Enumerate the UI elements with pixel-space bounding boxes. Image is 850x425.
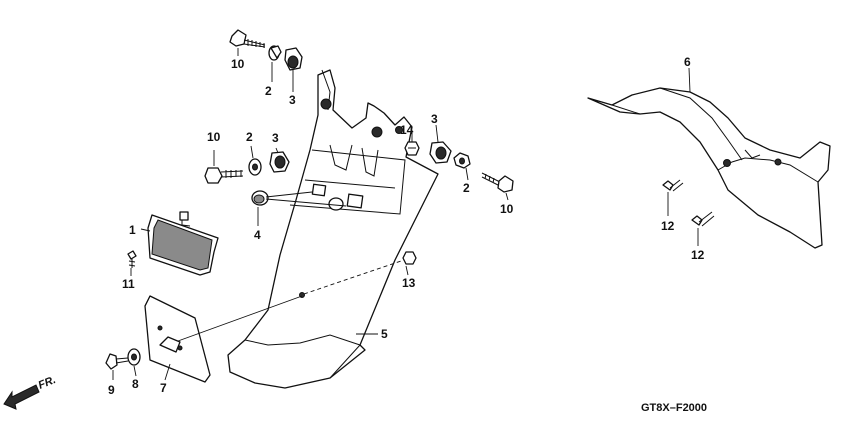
- screw-11: [127, 250, 137, 268]
- bolt-10-right: [481, 172, 514, 193]
- callout-4: 4: [254, 228, 261, 242]
- callout-2: 2: [265, 84, 272, 98]
- grommet-3-top: [284, 47, 303, 71]
- callout-7: 7: [160, 381, 167, 395]
- callout-11: 11: [122, 277, 135, 291]
- callout-6: 6: [684, 55, 691, 69]
- callout-12: 12: [661, 219, 675, 233]
- inner-fender: [587, 87, 831, 249]
- callout-14: 14: [400, 123, 414, 137]
- callout-3: 3: [272, 131, 279, 145]
- reflector: [147, 211, 219, 276]
- callout-5: 5: [381, 327, 388, 341]
- callout-3: 3: [431, 112, 438, 126]
- callout-13: 13: [402, 276, 416, 290]
- callout-12: 12: [691, 248, 705, 262]
- callout-2: 2: [463, 181, 470, 195]
- screw-12-lower: [691, 211, 715, 227]
- callout-1: 1: [129, 223, 136, 237]
- direction-label: FR.: [37, 374, 58, 392]
- license-bracket: [144, 295, 211, 383]
- collar-2-right: [453, 152, 471, 169]
- callout-10: 10: [231, 57, 245, 71]
- grommet-4: [251, 190, 269, 206]
- rear-fender: [227, 69, 439, 389]
- nut-14: [404, 141, 420, 156]
- washer-8: [127, 348, 141, 366]
- callout-2: 2: [246, 130, 253, 144]
- callout-10: 10: [500, 202, 514, 216]
- grommet-3-right: [429, 141, 452, 164]
- callout-8: 8: [132, 377, 139, 391]
- callout-9: 9: [108, 383, 115, 397]
- nut-13: [402, 251, 417, 265]
- bolt-10-middle: [204, 167, 244, 184]
- bolt-10-top: [229, 29, 266, 48]
- screw-12-upper: [662, 179, 684, 192]
- callout-10: 10: [207, 130, 221, 144]
- screw-9: [105, 353, 129, 370]
- grommet-3-middle: [269, 151, 290, 173]
- collar-2-middle: [248, 158, 262, 176]
- leader-lines: [112, 48, 699, 381]
- collar-2-top: [268, 45, 282, 61]
- callout-labels: 10 2 3 10 2 3 4 1 11 13 5 3 14 2 10 6 12…: [108, 55, 705, 397]
- front-direction-arrow: FR.: [3, 374, 58, 410]
- callout-3: 3: [289, 93, 296, 107]
- diagram-code: GT8X–F2000: [641, 402, 707, 414]
